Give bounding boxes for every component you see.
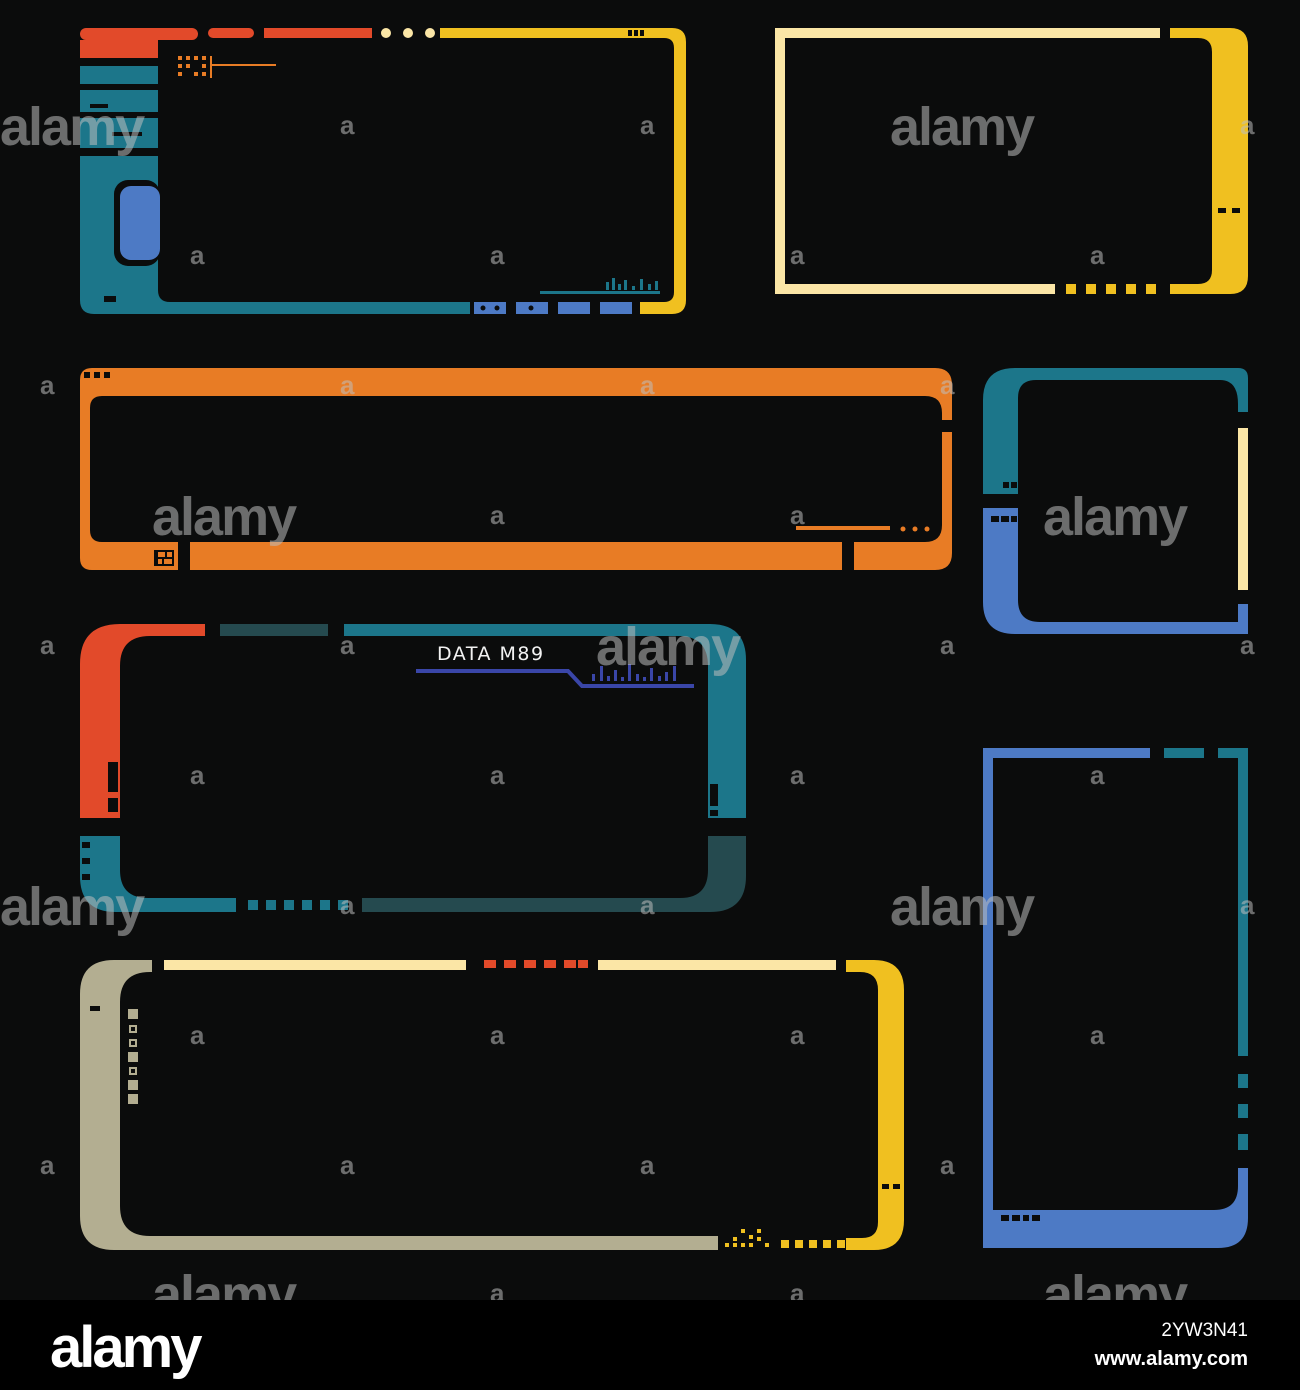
watermark: alamy xyxy=(890,877,1035,937)
watermark-glyph: a xyxy=(490,1278,505,1308)
frame-4-blue-edge xyxy=(983,508,1248,634)
watermark-glyph: a xyxy=(1090,1020,1105,1050)
hud-frames-artwork xyxy=(80,28,1248,1250)
frame-3-orange-border xyxy=(80,368,952,570)
frame-1-yellow-edge xyxy=(440,28,686,314)
frame-6-cream-top-a xyxy=(164,960,466,970)
watermark-glyph: a xyxy=(1240,890,1255,920)
watermark-glyph: a xyxy=(940,1150,955,1180)
frame-3 xyxy=(80,368,954,572)
frame-5-label: DATA M89 xyxy=(437,643,545,665)
frame-2 xyxy=(775,28,1248,294)
watermark-glyph: a xyxy=(1090,760,1105,790)
watermark: alamy xyxy=(890,97,1035,157)
watermark-glyph: a xyxy=(640,890,655,920)
watermark-glyph: a xyxy=(190,760,205,790)
frame-1-red-segment-a xyxy=(80,28,198,40)
watermark-glyph: a xyxy=(640,110,655,140)
watermark-glyph: a xyxy=(640,1150,655,1180)
frame-7 xyxy=(983,748,1248,1248)
watermark-glyph: a xyxy=(1090,240,1105,270)
watermark: alamy xyxy=(0,877,145,937)
frame-1-red-segment-c xyxy=(264,28,372,38)
frame-7-teal-top-a xyxy=(1164,748,1204,758)
frame-4-cream-strip xyxy=(1238,428,1248,590)
frame-6-khaki-square-column xyxy=(128,1009,138,1104)
watermark-glyph: a xyxy=(1240,630,1255,660)
watermark-glyph: a xyxy=(190,1020,205,1050)
watermark-glyph: a xyxy=(340,890,355,920)
watermark: alamy xyxy=(152,487,297,547)
watermark-glyph: a xyxy=(40,1150,55,1180)
watermark-glyph: a xyxy=(490,240,505,270)
watermark-glyph: a xyxy=(640,370,655,400)
frame-5-equalizer-icon xyxy=(592,664,676,681)
watermark-glyph: a xyxy=(490,1020,505,1050)
frame-3-orange-ticker xyxy=(796,526,890,530)
frame-5-teal-lower-left xyxy=(80,836,236,912)
frame-1-red-corner xyxy=(80,40,158,58)
watermark-glyph: a xyxy=(340,630,355,660)
frame-1 xyxy=(80,28,686,314)
frame-7-blue-border xyxy=(983,748,1248,1248)
frame-5-red-corner xyxy=(80,624,205,818)
frame-1-teal-bar-1 xyxy=(80,66,158,84)
frame-1-teal-bars-icon xyxy=(540,278,660,294)
frame-5-dark-lower-right xyxy=(362,836,746,912)
frame-6-khaki-edge xyxy=(80,960,718,1250)
frame-4-teal-edge xyxy=(983,368,1248,494)
watermark: alamy xyxy=(1043,487,1188,547)
watermark-glyph: a xyxy=(190,240,205,270)
watermark-glyph: a xyxy=(340,370,355,400)
frame-1-orange-grid-icon xyxy=(178,56,276,78)
footer-logo: alamy xyxy=(50,1315,202,1380)
frame-6-yellow-pixel-icon xyxy=(725,1229,769,1247)
watermark-glyph: a xyxy=(790,760,805,790)
watermark-glyph: a xyxy=(790,1278,805,1308)
watermark-glyph: a xyxy=(790,500,805,530)
frame-6-cream-top-b xyxy=(598,960,836,970)
watermark-glyph: a xyxy=(940,370,955,400)
watermark-glyph: a xyxy=(1240,110,1255,140)
watermark-glyph: a xyxy=(340,1150,355,1180)
watermark-glyph: a xyxy=(790,1020,805,1050)
frame-5-teal-edge xyxy=(344,624,746,818)
watermark-glyph: a xyxy=(490,500,505,530)
frame-6 xyxy=(80,960,904,1250)
frame-4 xyxy=(983,368,1248,634)
watermark-glyph: a xyxy=(40,630,55,660)
watermark-glyph: a xyxy=(490,760,505,790)
frame-7-teal-corner xyxy=(1218,748,1248,1056)
watermark-glyph: a xyxy=(340,110,355,140)
frame-5-data-line xyxy=(416,669,694,688)
footer-image-id: 2YW3N41 xyxy=(1161,1320,1248,1341)
frame-1-red-segment-b xyxy=(208,28,254,38)
watermark: alamy xyxy=(0,97,145,157)
frame-6-yellow-edge xyxy=(846,960,904,1250)
watermark-glyph: a xyxy=(940,630,955,660)
frame-2-yellow-edge xyxy=(1170,28,1248,294)
watermark: alamy xyxy=(596,617,741,677)
watermark-glyph: a xyxy=(790,240,805,270)
frame-5 xyxy=(80,624,746,912)
watermark-glyph: a xyxy=(40,370,55,400)
stock-footer: alamy 2YW3N41 www.alamy.com xyxy=(0,1300,1300,1390)
footer-site: www.alamy.com xyxy=(1094,1348,1248,1370)
